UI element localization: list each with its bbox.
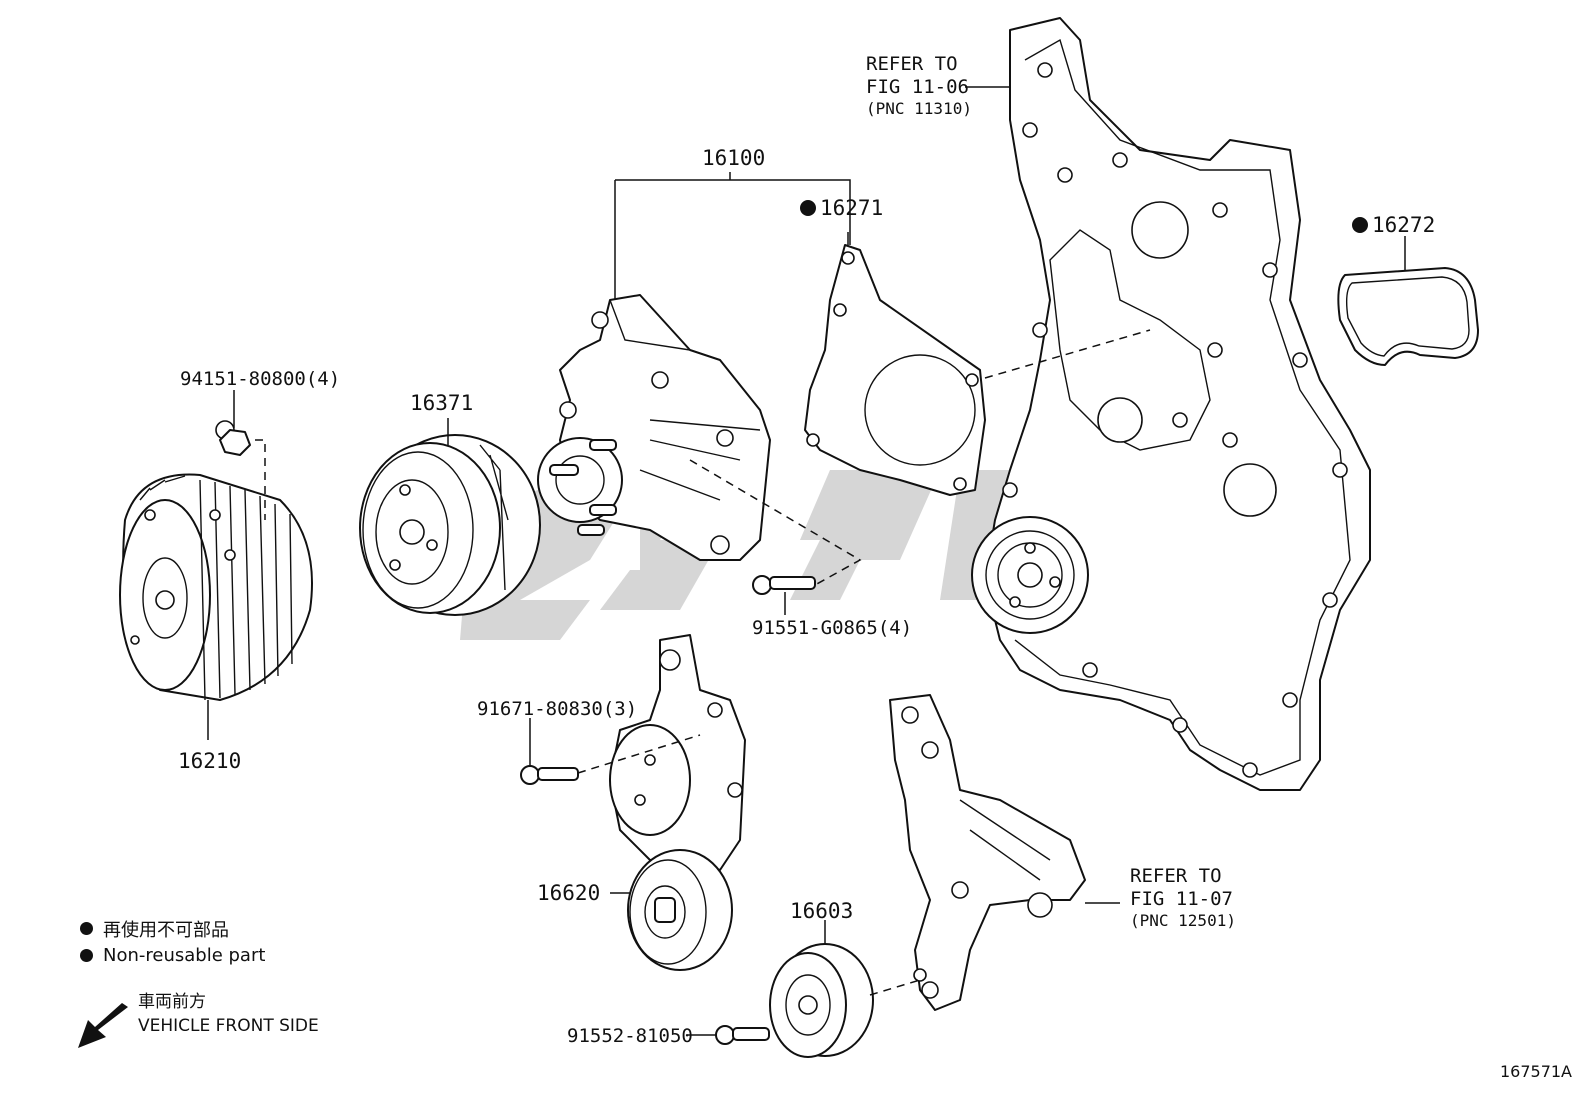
label-16272[interactable]: 16272 xyxy=(1372,213,1435,237)
alignment-lines xyxy=(255,329,1151,996)
alternator-bracket xyxy=(889,694,1086,1011)
label-16271[interactable]: 16271 xyxy=(820,196,883,220)
legend-jp: 再使用不可部品 xyxy=(103,919,229,941)
vehicle-front-label: 車両前方 VEHICLE FRONT SIDE xyxy=(138,990,319,1038)
gasket-16272 xyxy=(1337,267,1479,366)
ref-bottom-line3: (PNC 12501) xyxy=(1130,911,1236,930)
label-91552[interactable]: 91552-81050 xyxy=(567,1025,693,1047)
legend-en: Non-reusable part xyxy=(103,945,266,966)
label-16371[interactable]: 16371 xyxy=(410,391,473,415)
nut-94151 xyxy=(219,429,251,456)
non-reusable-dot-icon xyxy=(80,949,93,962)
pulley-16371 xyxy=(359,434,541,616)
label-16620[interactable]: 16620 xyxy=(537,881,600,905)
belt-tensioner-16620 xyxy=(609,634,746,971)
ref-bottom-line2: FIG 11-07 xyxy=(1130,888,1233,910)
ref-top-line2: FIG 11-06 xyxy=(866,76,969,98)
water-pump-16100 xyxy=(537,294,771,561)
label-16603[interactable]: 16603 xyxy=(790,899,853,923)
timing-gear-case xyxy=(971,17,1371,791)
ref-top-line3: (PNC 11310) xyxy=(866,99,972,118)
gasket-16271 xyxy=(804,244,986,496)
vehicle-front-jp: 車両前方 xyxy=(138,992,206,1012)
non-reusable-dot-icon xyxy=(800,200,816,216)
ref-bottom-line1: REFER TO xyxy=(1130,865,1222,887)
leader-lines xyxy=(207,86,1406,1036)
idler-pulley-16603 xyxy=(769,943,874,1058)
label-16210[interactable]: 16210 xyxy=(178,749,241,773)
bolt-91671 xyxy=(520,765,579,785)
label-94151[interactable]: 94151-80800(4) xyxy=(180,368,340,390)
vehicle-front-en: VEHICLE FRONT SIDE xyxy=(138,1016,319,1036)
non-reusable-dot-icon xyxy=(80,922,93,935)
part-labels: 16100 16271 16272 16371 16210 16620 1660… xyxy=(178,146,1435,1047)
bolt-91552 xyxy=(715,1025,770,1045)
legend: 再使用不可部品 Non-reusable part xyxy=(80,915,265,969)
ref-top-line1: REFER TO xyxy=(866,53,958,75)
bolt-91551 xyxy=(752,575,816,595)
vehicle-front-arrow-icon xyxy=(78,1003,128,1048)
reference-bottom: REFER TO FIG 11-07 (PNC 12501) xyxy=(1130,865,1236,930)
label-16100[interactable]: 16100 xyxy=(702,146,765,170)
label-91551[interactable]: 91551-G0865(4) xyxy=(752,617,912,639)
label-91671[interactable]: 91671-80830(3) xyxy=(477,698,637,720)
figure-number: 167571A xyxy=(1499,1062,1572,1081)
fan-clutch-16210 xyxy=(119,420,313,701)
non-reusable-dot-icon xyxy=(1352,217,1368,233)
reference-top: REFER TO FIG 11-06 (PNC 11310) xyxy=(866,53,972,118)
